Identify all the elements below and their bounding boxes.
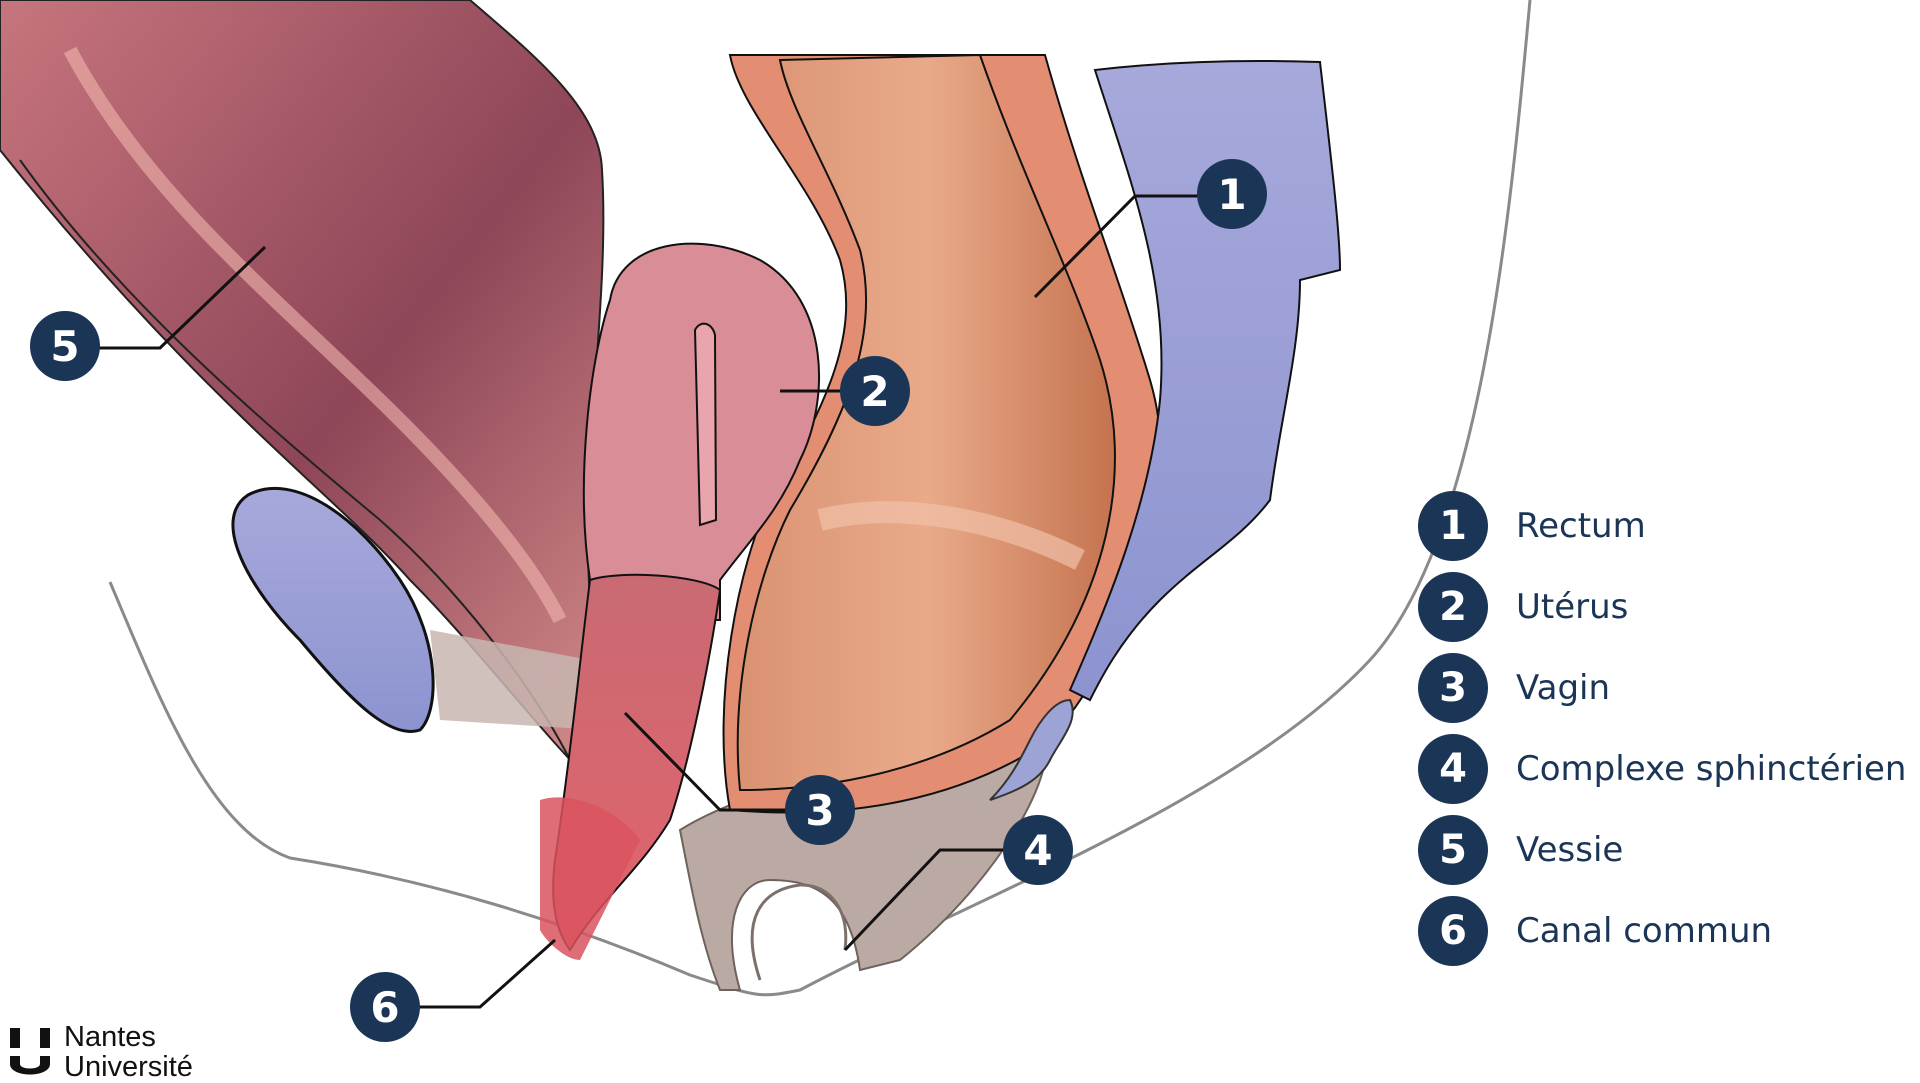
marker-1: 1 [1197,159,1267,229]
legend-item-common-canal: 6 Canal commun [1418,890,1898,971]
marker-4: 4 [1003,815,1073,885]
legend-label: Canal commun [1516,910,1773,951]
legend-badge: 5 [1418,814,1488,885]
rectum-inner [736,53,1116,792]
svg-text:4: 4 [1023,826,1052,875]
pubic-bone [231,486,435,733]
legend-item-rectum: 1 Rectum [1418,485,1898,566]
sacral-vein [1068,59,1342,702]
legend-item-bladder: 5 Vessie [1418,809,1898,890]
svg-text:6: 6 [370,983,399,1032]
body-outline [108,0,1532,997]
logo-mark-icon [10,1028,50,1075]
legend-label: Rectum [1516,505,1646,546]
legend-badge: 1 [1418,490,1488,561]
uterine-cavity [693,322,718,527]
legend: 1 Rectum 2 Utérus 3 Vagin 4 Complexe sph… [1418,485,1907,971]
logo-text: Nantes Université [64,1022,193,1082]
legend-label: Vagin [1516,667,1611,708]
svg-text:5: 5 [50,322,79,371]
legend-label: Vessie [1516,829,1624,870]
marker-5: 5 [30,311,100,381]
legend-item-uterus: 2 Utérus [1418,566,1898,647]
marker-2: 2 [840,356,910,426]
common-canal [540,797,640,960]
marker-3: 3 [785,775,855,845]
marker-6: 6 [350,972,420,1042]
legend-item-sphincter-complex: 4 Complexe sphinctérien [1418,728,1907,809]
svg-text:1: 1 [1217,170,1246,219]
legend-badge: 4 [1418,733,1488,804]
svg-text:3: 3 [805,786,834,835]
legend-label: Utérus [1516,586,1629,627]
nantes-universite-logo: Nantes Université [8,1022,193,1082]
svg-text:2: 2 [860,367,889,416]
coccyx [989,698,1074,801]
rectum-fold [817,501,1085,570]
legend-item-vagina: 3 Vagin [1418,647,1898,728]
logo-line-2: Université [64,1051,193,1083]
legend-label: Complexe sphinctérien [1516,748,1907,789]
sphincter-ring [750,883,848,981]
logo-line-1: Nantes [64,1021,156,1053]
legend-badge: 3 [1418,652,1488,723]
pelvic-muscle-left [430,630,600,730]
legend-badge: 6 [1418,895,1488,966]
legend-badge: 2 [1418,571,1488,642]
bladder-wall-highlight [63,46,567,624]
